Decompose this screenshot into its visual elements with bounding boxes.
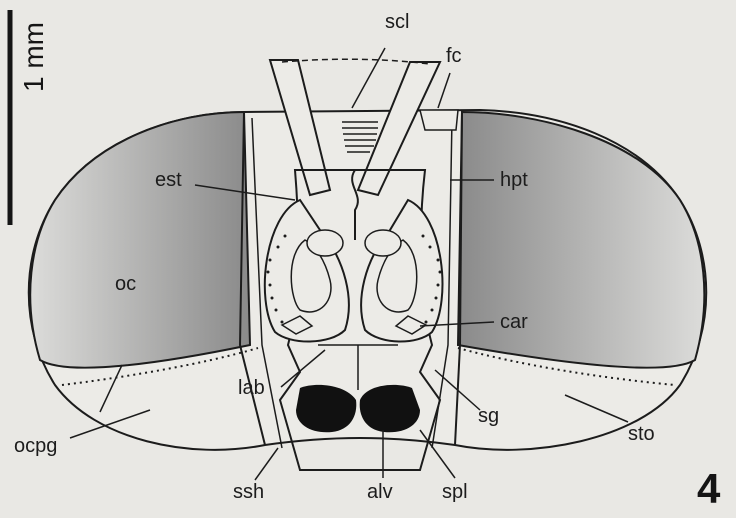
scape-right [365,230,401,256]
label-est: est [155,170,182,190]
fc-plate [420,110,458,130]
label-sto: sto [628,424,655,444]
label-lab: lab [238,378,265,398]
label-ocpg: ocpg [14,436,57,456]
label-fc: fc [446,46,462,66]
scape-left [307,230,343,256]
compound-eye-right [458,112,704,368]
label-hpt: hpt [500,170,528,190]
alveolus-right [360,385,420,432]
figure-number: 4 [697,465,720,513]
alveolus-left [296,385,356,432]
label-alv: alv [367,482,393,502]
label-sg: sg [478,406,499,426]
label-spl: spl [442,482,468,502]
scale-label: 1 mm [18,22,50,92]
label-ssh: ssh [233,482,264,502]
frontal-crossbar [282,59,430,64]
label-car: car [500,312,528,332]
label-scl: scl [385,12,409,32]
label-oc: oc [115,274,136,294]
compound-eye-left [30,112,250,368]
